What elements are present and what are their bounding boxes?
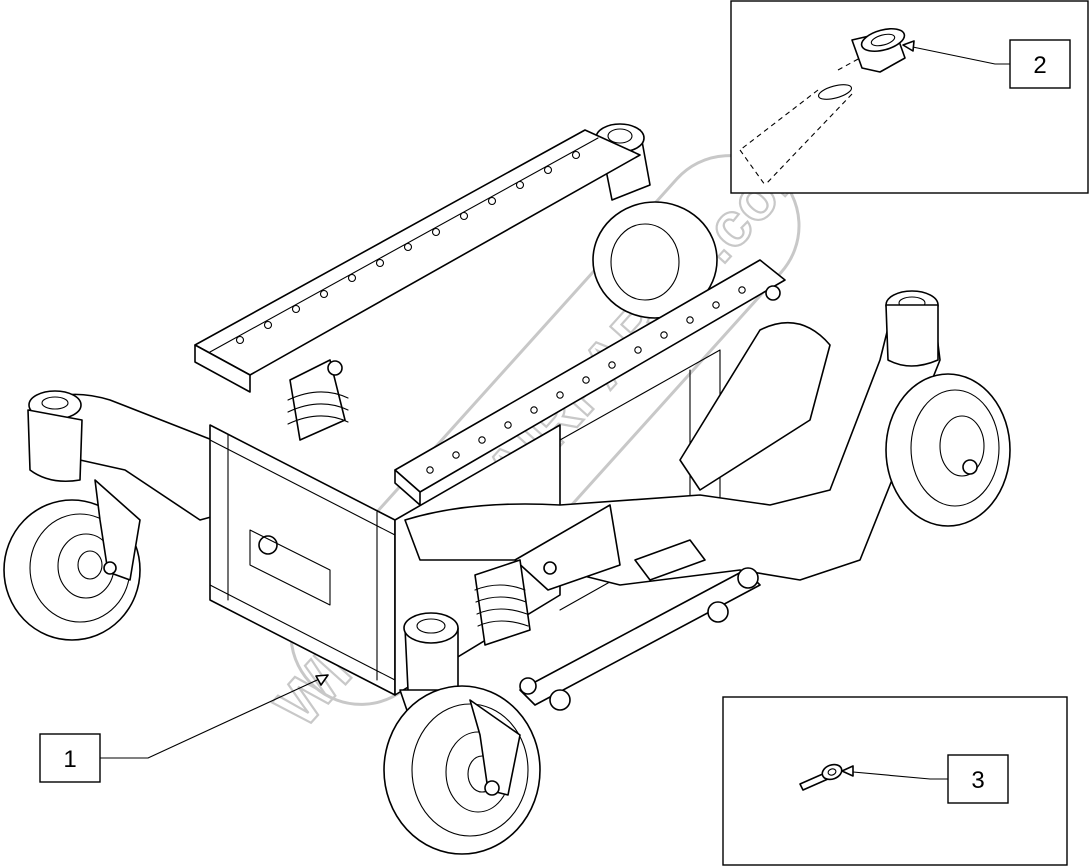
callout-2-box (1009, 39, 1071, 89)
callout-1-box (39, 733, 101, 783)
rear-right-wheel (592, 201, 718, 319)
shock-absorber-rear (287, 359, 349, 441)
bearing-cap-part (851, 27, 906, 73)
inset-2-frame (730, 0, 1089, 194)
inset-3-frame (722, 696, 1068, 866)
leader-line-2 (902, 44, 1011, 65)
seat-rail-right (394, 259, 786, 506)
left-caster-arm (27, 390, 266, 521)
phantom-tube-outline (739, 89, 853, 186)
coil-spring-front (474, 559, 531, 646)
arrowhead-2 (902, 40, 915, 52)
leader-line-1 (99, 674, 329, 759)
seat-rail-right-holes (426, 286, 746, 474)
inset-detail-2 (730, 0, 1089, 194)
callout-3[interactable]: 3 (947, 754, 1009, 804)
callout-3-label: 3 (971, 767, 984, 794)
leader-lines (99, 40, 1011, 780)
bolt-frame (258, 535, 278, 555)
seat-rail-left-holes (235, 150, 581, 345)
leader-line-3 (841, 770, 949, 780)
assembly-path-line (837, 57, 861, 71)
callout-1-label: 1 (63, 746, 76, 773)
seat-rail-left (194, 129, 641, 393)
arrowhead-1 (315, 674, 329, 686)
motor-gearbox (514, 504, 621, 591)
callout-2-label: 2 (1033, 52, 1046, 79)
callout-1[interactable]: 1 (39, 733, 101, 783)
callout-3-box (947, 754, 1009, 804)
power-base-frame (3, 123, 1011, 855)
inset-detail-3 (722, 696, 1068, 866)
arrowhead-3 (841, 765, 854, 777)
linkage-bar (519, 539, 761, 711)
callout-2[interactable]: 2 (1009, 39, 1071, 89)
cap-seat-outline (817, 84, 853, 100)
front-caster-wheel (383, 685, 541, 855)
right-caster-arm (404, 290, 941, 586)
left-caster-wheel (3, 479, 141, 641)
right-caster-wheel (885, 373, 1011, 527)
pin-part (799, 763, 843, 791)
